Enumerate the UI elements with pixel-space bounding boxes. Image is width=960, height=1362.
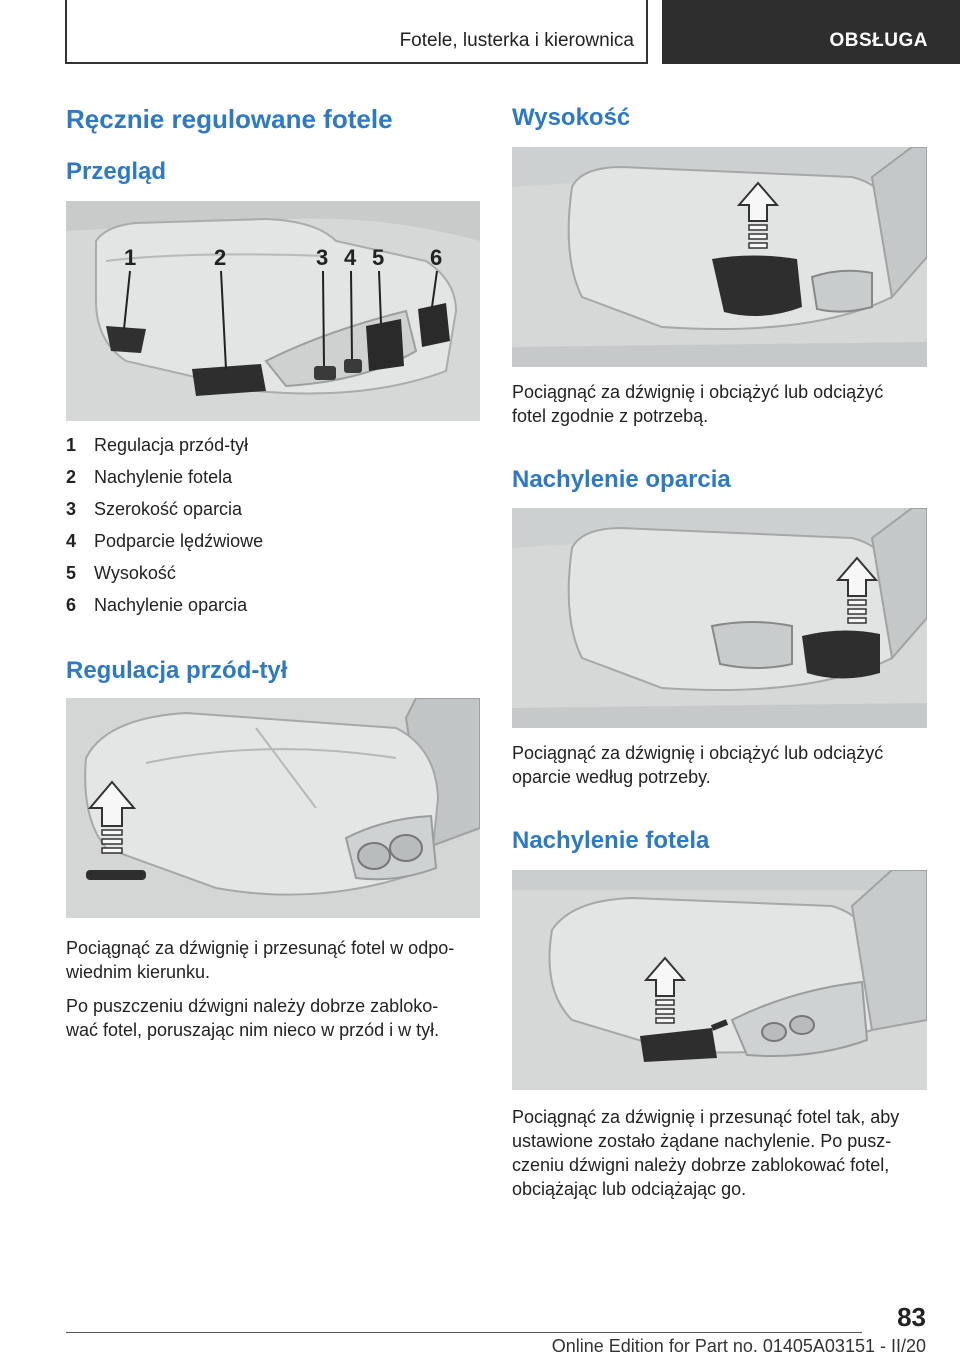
callout-6: 6 <box>430 245 442 270</box>
callout-5: 5 <box>372 245 384 270</box>
callout-1: 1 <box>124 245 136 270</box>
page-title: Ręcznie regulowane fotele <box>66 104 393 134</box>
backrest-seat-image <box>512 508 927 728</box>
callout-4: 4 <box>344 245 357 270</box>
footer-divider <box>66 1332 862 1333</box>
section-title: Fotele, lusterka i kierownica <box>399 30 634 51</box>
page-number: 83 <box>897 1302 926 1332</box>
header-section-box: Fotele, lusterka i kierownica <box>65 0 648 64</box>
callout-3: 3 <box>316 245 328 270</box>
height-text: Pociągnąć za dźwignię i obciążyć lub odc… <box>512 382 884 426</box>
tilt-seat-image <box>512 870 927 1090</box>
fore-aft-text-2: Po puszczeniu dźwigni należy dobrze zabl… <box>66 996 440 1040</box>
fore-aft-heading: Regulacja przód-tył <box>66 657 288 684</box>
callout-2: 2 <box>214 245 226 270</box>
height-seat-image <box>512 147 927 367</box>
overview-heading: Przegląd <box>66 158 167 185</box>
fore-aft-seat-image <box>66 698 480 918</box>
chapter-tab: OBSŁUGA <box>662 0 960 64</box>
overview-seat-image: 1 2 3 4 5 6 <box>66 201 480 421</box>
height-heading: Wysokość <box>512 104 631 131</box>
backrest-text: Pociągnąć za dźwignię i obciążyć lub odc… <box>512 743 884 787</box>
tilt-text: Pociągnąć za dźwignię i przesunąć fotel … <box>512 1107 900 1199</box>
tilt-heading: Nachylenie fotela <box>512 827 710 854</box>
chapter-tab-label: OBSŁUGA <box>829 30 928 51</box>
fore-aft-text-1: Pociągnąć za dźwignię i przesunąć fotel … <box>66 938 455 982</box>
footer-edition: Online Edition for Part no. 01405A03151 … <box>551 1336 926 1356</box>
backrest-heading: Nachylenie oparcia <box>512 466 731 493</box>
